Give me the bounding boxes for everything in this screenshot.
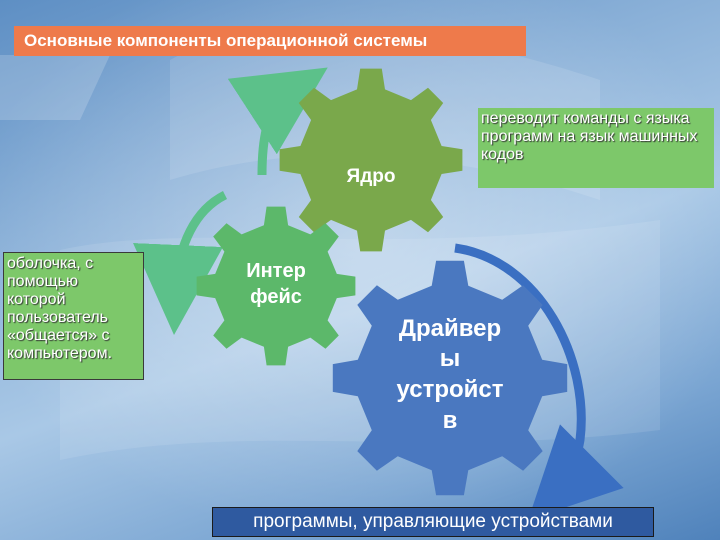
gear-drivers-shape (332, 260, 568, 496)
drivers-gear (332, 260, 568, 496)
kernel-gear-label: Ядро (347, 166, 396, 187)
arrow-to-shell (133, 190, 228, 335)
arrow-to-devices (454, 243, 624, 520)
interface-gear-label-line1: Интер (246, 260, 306, 282)
drivers-gear-label-line2: ы (440, 345, 461, 372)
drivers-gear-label-line3: устройст (396, 376, 503, 403)
drivers-gear-label-line1: Драйвер (399, 315, 501, 342)
drivers-gear-label-line4: в (443, 407, 458, 434)
gear-kernel-shape (279, 68, 463, 252)
slide-title: Основные компоненты операционной системы (14, 26, 526, 56)
shell-description: оболочка, с помощью которой пользователь… (3, 252, 144, 380)
interface-gear (196, 206, 356, 366)
kernel-gear (279, 68, 463, 252)
gear-interface-shape (196, 206, 356, 366)
kernel-description: переводит команды с языка программ на яз… (478, 108, 714, 188)
arrow-to-kernel (227, 67, 328, 176)
drivers-description: программы, управляющие устройствами (212, 507, 654, 537)
interface-gear-label-line2: фейс (250, 286, 302, 308)
